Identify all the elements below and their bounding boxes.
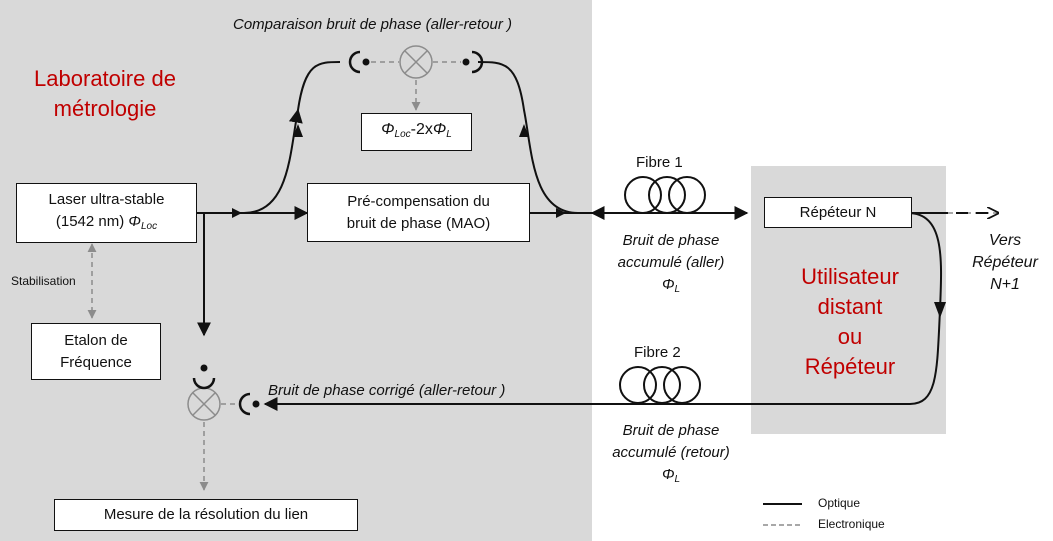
top-mixer xyxy=(399,45,433,79)
top-left-detector xyxy=(348,50,361,74)
metrology-lab-zone xyxy=(0,0,592,541)
lab-branch-arrow-2 xyxy=(556,208,566,218)
remote-user-title: Utilisateur distant ou Répéteur xyxy=(801,264,899,379)
bottom-top-detector xyxy=(192,377,216,390)
fibre1-label: Fibre 1 xyxy=(636,154,683,171)
top-right-detector xyxy=(471,50,484,74)
fibre2-coil xyxy=(619,366,701,404)
noise-aller-label: Bruit de phase accumulé (aller) ΦL xyxy=(617,232,725,295)
fibre1-coil xyxy=(624,176,706,214)
laboratory-title: Laboratoire de métrologie xyxy=(34,66,176,121)
phase-expression-box: ΦLoc-2xΦL xyxy=(361,113,472,151)
comparison-label: Comparaison bruit de phase (aller-retour… xyxy=(233,16,513,33)
repeater-box: Répéteur N xyxy=(764,197,912,228)
laser-box: Laser ultra-stable (1542 nm) ΦLoc xyxy=(16,183,197,243)
legend-electronique-label: Electronique xyxy=(818,517,885,531)
repeater-loop-arrow xyxy=(934,302,946,318)
bottom-mixer xyxy=(187,387,221,421)
left-branch-curve xyxy=(243,61,341,214)
noise-retour-label: Bruit de phase accumulé (retour) ΦL xyxy=(612,422,730,485)
measure-box: Mesure de la résolution du lien xyxy=(54,499,358,531)
right-branch-curve xyxy=(477,61,579,214)
bottom-right-detector xyxy=(238,392,251,416)
etalon-box: Etalon de Fréquence xyxy=(31,323,161,380)
next-repeater-label: Vers Répéteur N+1 xyxy=(972,232,1038,293)
stabilisation-label: Stabilisation xyxy=(9,274,78,288)
right-branch-arrow xyxy=(519,124,529,137)
fibre2-label: Fibre 2 xyxy=(634,344,681,361)
left-branch-arrow xyxy=(293,124,303,137)
precompensation-box: Pré-compensation du bruit de phase (MAO) xyxy=(307,183,530,242)
lab-branch-arrow-1 xyxy=(232,208,242,218)
legend-optique-label: Optique xyxy=(818,496,861,510)
corrected-noise-label: Bruit de phase corrigé (aller-retour ) xyxy=(268,382,506,399)
